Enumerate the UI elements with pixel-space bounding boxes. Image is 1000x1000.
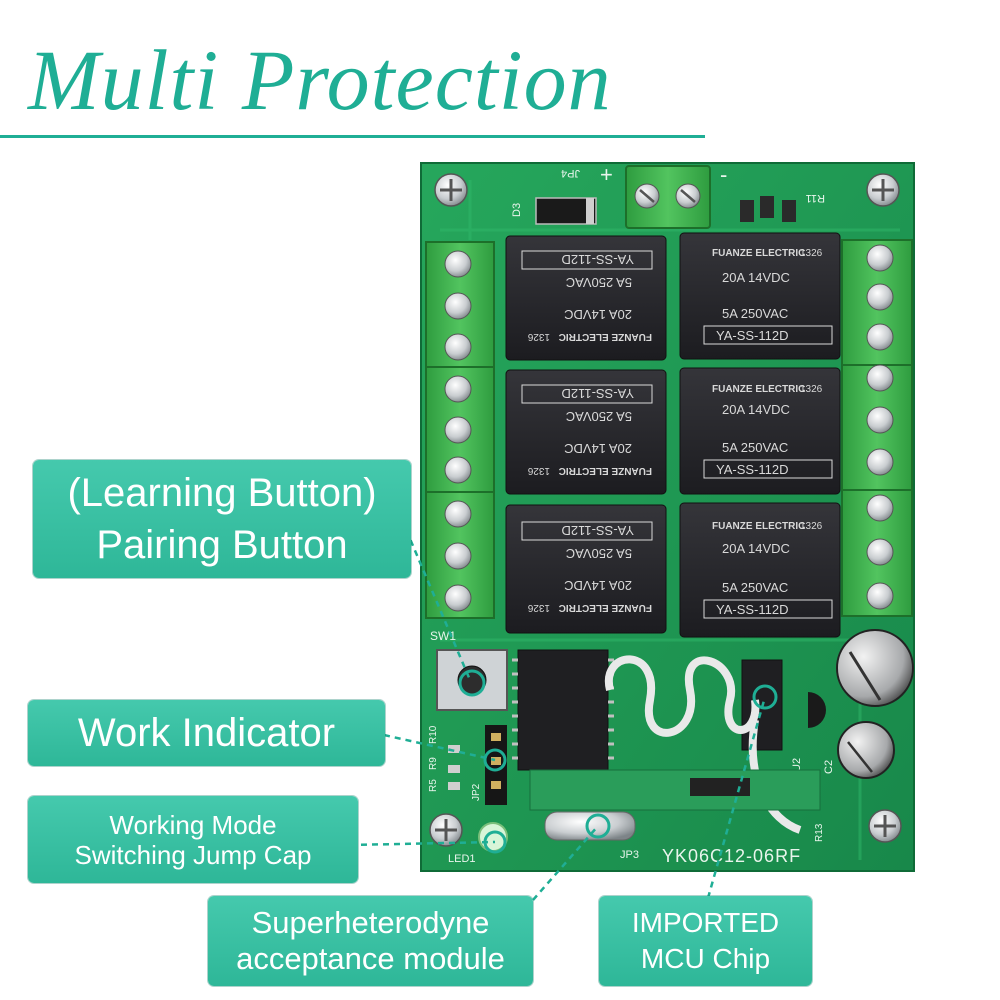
capacitor-large <box>836 629 914 707</box>
smd-components-top <box>740 196 796 222</box>
callout-connectors <box>349 519 767 901</box>
superheterodyne-line2: acceptance module <box>236 941 505 976</box>
relay-dc-rating: 20A 14VDC <box>564 578 632 593</box>
relay-model: YA-SS-112D <box>716 328 789 343</box>
relay-left-2: FUANZE ELECTRIC 1326 20A 14VDC 5A 250VAC… <box>505 369 667 495</box>
silk-jp3: JP3 <box>620 849 639 861</box>
silk-d3: D3 <box>511 203 523 217</box>
page-title: Multi Protection <box>28 32 612 128</box>
pairing-callout-line1: (Learning Button) <box>67 471 377 515</box>
silk-u2: U2 <box>791 758 803 772</box>
relay-code: 1326 <box>527 331 550 342</box>
pairing-button <box>436 649 508 711</box>
relay-dc-rating: 20A 14VDC <box>722 270 790 285</box>
mounting-screw-icon <box>866 173 900 207</box>
mounting-screw-icon <box>434 173 468 207</box>
mcu-callout-line2: MCU Chip <box>640 943 771 974</box>
silk-r5: R5 <box>428 779 439 792</box>
mcu-chip <box>512 649 614 771</box>
pairing-button-callout: (Learning Button) Pairing Button <box>33 460 411 578</box>
relay-left-3: FUANZE ELECTRIC 1326 20A 14VDC 5A 250VAC… <box>505 504 667 634</box>
relay-ac-rating: 5A 250VAC <box>722 306 788 321</box>
capacitor-small <box>837 721 895 779</box>
callout-target-rings <box>458 669 778 854</box>
relay-ac-rating: 5A 250VAC <box>722 580 788 595</box>
relay-brand: FUANZE ELECTRIC <box>712 248 805 259</box>
relay-model: YA-SS-112D <box>562 523 635 538</box>
smd-resistors <box>448 745 460 790</box>
relay-ac-rating: 5A 250VAC <box>722 440 788 455</box>
relay-code: 1326 <box>800 248 823 259</box>
silk-c2: C2 <box>823 760 835 774</box>
relay-dc-rating: 20A 14VDC <box>722 541 790 556</box>
silk-r10: R10 <box>428 725 439 744</box>
relay-ac-rating: 5A 250VAC <box>566 409 632 424</box>
transistor <box>808 692 826 728</box>
receiver-module <box>529 769 821 811</box>
relay-right-2: FUANZE ELECTRIC 1326 20A 14VDC 5A 250VAC… <box>679 367 841 495</box>
silk-model: YK06C12-06RF <box>662 846 801 866</box>
crystal-oscillator <box>544 811 636 841</box>
relay-brand: FUANZE ELECTRIC <box>559 602 652 613</box>
working-mode-line2: Switching Jump Cap <box>74 839 312 870</box>
superheterodyne-line1: Superheterodyne <box>251 905 490 940</box>
superheterodyne-callout: Superheterodyne acceptance module <box>208 896 533 986</box>
relay-ac-rating: 5A 250VAC <box>566 275 632 290</box>
title-underline <box>0 135 705 138</box>
silk-plus: + <box>600 162 613 187</box>
silk-jp2: JP2 <box>471 783 482 801</box>
relay-dc-rating: 20A 14VDC <box>564 441 632 456</box>
pairing-callout-line2: Pairing Button <box>96 523 348 567</box>
mcu-chip-callout: IMPORTED MCU Chip <box>599 896 812 986</box>
relay-dc-rating: 20A 14VDC <box>722 402 790 417</box>
work-indicator-label: Work Indicator <box>77 710 336 755</box>
mounting-screw-icon <box>868 809 902 843</box>
mcu-callout-line1: IMPORTED <box>631 907 780 938</box>
relay-right-1: FUANZE ELECTRIC 1326 20A 14VDC 5A 250VAC… <box>679 232 841 360</box>
relay-ac-rating: 5A 250VAC <box>566 546 632 561</box>
relay-brand: FUANZE ELECTRIC <box>559 465 652 476</box>
silk-led1: LED1 <box>448 853 476 865</box>
relay-model: YA-SS-112D <box>716 602 789 617</box>
relay-brand: FUANZE ELECTRIC <box>559 331 652 342</box>
relay-left-1: FUANZE ELECTRIC 1326 20A 14VDC 5A 250VAC… <box>505 235 667 361</box>
relay-brand: FUANZE ELECTRIC <box>712 384 805 395</box>
mounting-screw-icon <box>429 813 463 847</box>
working-mode-line1: Working Mode <box>109 809 277 840</box>
work-indicator-callout: Work Indicator <box>28 700 385 766</box>
silk-r9: R9 <box>428 757 439 770</box>
silk-r11: R11 <box>806 192 825 204</box>
left-terminal-screws <box>444 250 472 612</box>
relay-code: 1326 <box>800 384 823 395</box>
relay-model: YA-SS-112D <box>562 252 635 267</box>
relay-right-3: FUANZE ELECTRIC 1326 20A 14VDC 5A 250VAC… <box>679 502 841 638</box>
silk-r13: R13 <box>814 823 825 842</box>
relay-code: 1326 <box>800 521 823 532</box>
silk-jp4: JP4 <box>561 167 580 179</box>
relay-brand: FUANZE ELECTRIC <box>712 521 805 532</box>
working-mode-callout: Working Mode Switching Jump Cap <box>28 796 358 883</box>
power-terminal-block <box>625 165 711 229</box>
relay-model: YA-SS-112D <box>716 462 789 477</box>
right-terminal-screws <box>866 244 894 610</box>
silk-minus: - <box>720 162 727 187</box>
relay-model: YA-SS-112D <box>562 386 635 401</box>
relay-code: 1326 <box>527 465 550 476</box>
relay-dc-rating: 20A 14VDC <box>564 307 632 322</box>
relay-code: 1326 <box>527 602 550 613</box>
